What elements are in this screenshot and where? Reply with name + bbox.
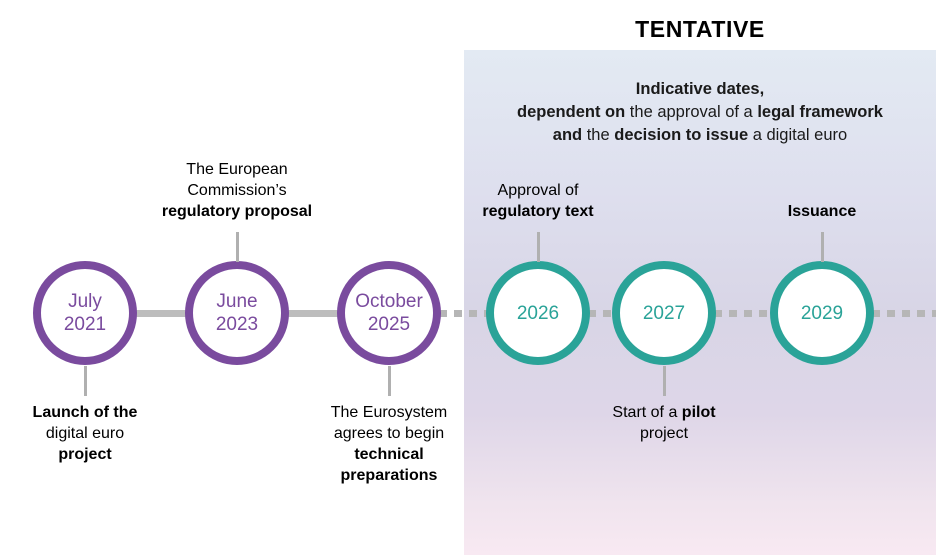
text-line: and the decision to issue a digital euro (474, 124, 926, 147)
milestone-node-label-primary: June (216, 291, 258, 312)
text-line: regulatory text (433, 201, 643, 222)
text-segment: Commission’s (187, 182, 287, 199)
text-line: project (559, 423, 769, 444)
solid-connector-june-2023-to-october-2025 (287, 310, 339, 317)
dotted-connector-2027-to-2029 (714, 310, 772, 317)
text-segment: The Eurosystem (330, 404, 448, 421)
milestone-label-2029: Issuance (717, 201, 927, 222)
milestone-node-label-primary: July (68, 291, 102, 312)
milestone-node-label-primary: 2026 (516, 302, 560, 324)
milestone-tick-july-2021 (84, 366, 87, 396)
tentative-heading: TENTATIVE (635, 16, 765, 42)
dotted-connector-trailing (872, 310, 936, 317)
text-segment: Indicative dates, (635, 80, 765, 98)
text-line: agrees to begin (284, 423, 494, 444)
milestone-node-2026[interactable]: 2026 (486, 261, 590, 365)
milestone-tick-october-2025 (388, 366, 391, 396)
text-segment: project (58, 446, 112, 463)
text-segment: pilot (681, 404, 716, 421)
text-segment: dependent on (517, 103, 626, 121)
text-segment: legal framework (757, 103, 883, 121)
text-segment: technical (354, 446, 424, 463)
milestone-node-label-primary: 2027 (642, 302, 686, 324)
milestone-node-label-secondary: 2021 (63, 314, 107, 335)
text-line: The Eurosystem (284, 402, 494, 423)
milestone-tick-2027 (663, 366, 666, 396)
text-line: project (0, 444, 190, 465)
milestone-label-2026: Approval of regulatory text (433, 180, 643, 222)
milestone-node-2029[interactable]: 2029 (770, 261, 874, 365)
text-line: regulatory proposal (132, 201, 342, 222)
text-segment: Issuance (787, 203, 857, 220)
text-line: Start of a pilot (559, 402, 769, 423)
dotted-connector-october-2025-to-2026 (439, 310, 488, 317)
text-segment: and (552, 126, 583, 144)
text-line: dependent on the approval of a legal fra… (474, 101, 926, 124)
milestone-node-label-primary: October (355, 291, 423, 312)
text-segment: The European (186, 161, 288, 178)
text-line: Indicative dates, (474, 78, 926, 101)
milestone-tick-2029 (821, 232, 824, 262)
text-segment: project (639, 425, 689, 442)
text-segment: the (582, 126, 615, 144)
text-segment: Start of a (612, 404, 682, 421)
text-segment: agrees to begin (333, 425, 445, 442)
milestone-label-october-2025: The Eurosystem agrees to begin technical pr… (284, 402, 494, 486)
solid-connector-july-2021-to-june-2023 (135, 310, 187, 317)
milestone-node-label-secondary: 2025 (367, 314, 411, 335)
milestone-node-label-secondary: 2023 (215, 314, 259, 335)
text-line: Issuance (717, 201, 927, 222)
milestone-tick-june-2023 (236, 232, 239, 262)
milestone-tick-2026 (537, 232, 540, 262)
dotted-connector-2026-to-2027 (588, 310, 614, 317)
text-line: Approval of (433, 180, 643, 201)
text-segment: regulatory text (482, 203, 594, 220)
text-segment: Launch of the (32, 404, 138, 421)
text-line: technical (284, 444, 494, 465)
text-segment: Approval of (497, 182, 579, 199)
text-line: preparations (284, 465, 494, 486)
text-segment: the approval of a (625, 103, 758, 121)
text-line: digital euro (0, 423, 190, 444)
milestone-label-july-2021: Launch of the digital euro project (0, 402, 190, 465)
milestone-label-2027: Start of a pilot project (559, 402, 769, 444)
text-line: Launch of the (0, 402, 190, 423)
text-segment: preparations (340, 467, 438, 484)
text-segment: decision to issue (614, 126, 749, 144)
milestone-node-label-primary: 2029 (800, 302, 844, 324)
milestone-node-2027[interactable]: 2027 (612, 261, 716, 365)
text-segment: a digital euro (748, 126, 848, 144)
text-segment: digital euro (45, 425, 125, 442)
text-segment: regulatory proposal (161, 203, 313, 220)
text-line: Commission’s (132, 180, 342, 201)
tentative-note-text: Indicative dates, dependent on the approv… (474, 78, 926, 147)
text-line: The European (132, 159, 342, 180)
